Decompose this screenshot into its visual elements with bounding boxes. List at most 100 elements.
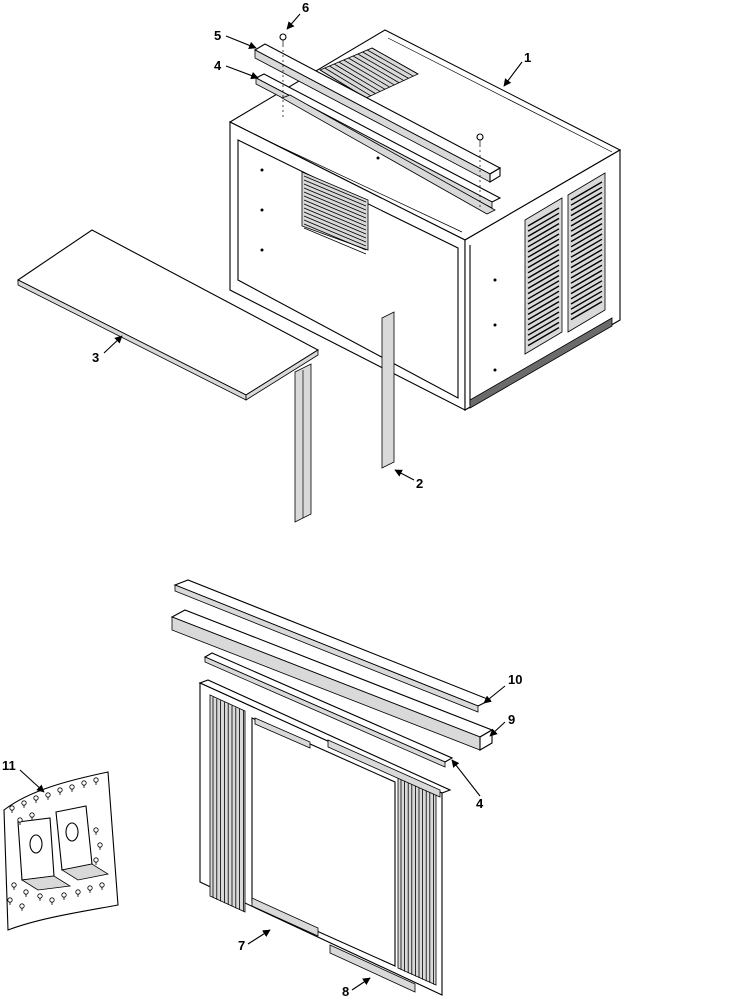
grille-slat [303, 207, 367, 235]
screw-icon [93, 777, 99, 783]
grille-slat [303, 211, 367, 239]
louver-slat [570, 280, 603, 300]
louver-slat [527, 212, 560, 232]
grille-slat [303, 203, 367, 231]
top-rail-part-5 [253, 43, 502, 183]
callout-labels: 1 2 3 4 5 6 4 10 9 7 8 11 [2, 0, 531, 999]
mounting-bracket-left [17, 817, 72, 891]
vent-slat [343, 59, 390, 88]
grille-slat [303, 223, 367, 251]
callout-3: 3 [92, 350, 99, 365]
louver-slat [570, 285, 603, 305]
callout-10: 10 [508, 672, 522, 687]
callout-leaders [19, 13, 523, 991]
louver-slat [570, 295, 603, 316]
vent-slat [324, 67, 371, 97]
louver-slat [527, 243, 560, 264]
left-accordion-panel [209, 694, 246, 913]
louver-slat [527, 217, 560, 238]
callout-4-bottom: 4 [476, 796, 484, 811]
kit-screws [7, 777, 105, 911]
side-louvers [524, 172, 606, 355]
seal-strip-part-2 [294, 311, 395, 523]
interior-grille [301, 171, 369, 255]
louver-slat [527, 248, 560, 269]
screw-icon [19, 903, 25, 909]
screw-icon [57, 787, 63, 793]
louver-slat [570, 248, 603, 269]
right-accordion-panel [397, 772, 437, 986]
louver-slat [570, 181, 603, 201]
vent-slat [338, 61, 386, 90]
callout-7: 7 [238, 938, 245, 953]
screw-icon [21, 800, 27, 806]
louver-slat [527, 295, 560, 316]
louver-slat [570, 217, 603, 238]
louver-slat [570, 264, 603, 284]
grille-slat [303, 179, 367, 207]
screw-icon [69, 784, 75, 790]
louver-slat [527, 300, 560, 321]
top-channel-part-10 [173, 579, 492, 713]
screws-part-6 [279, 33, 484, 210]
louver-slat [527, 316, 560, 336]
screw-icon [75, 889, 81, 895]
vent-slat [348, 57, 395, 86]
louver-slat [570, 207, 603, 227]
callout-5: 5 [214, 28, 221, 43]
louver-slat [527, 207, 560, 227]
louver-slat [570, 222, 603, 243]
vent-slat [367, 49, 414, 77]
louver-slat [570, 300, 603, 321]
mounting-bracket-right [55, 805, 110, 881]
front-rail [281, 94, 496, 215]
louver-slat [527, 321, 560, 342]
grille-slat [303, 219, 367, 247]
grille-slat [303, 187, 367, 215]
grille-slat [303, 175, 367, 203]
window-frame [198, 679, 452, 996]
screw-icon [45, 792, 51, 798]
grille-slat [303, 227, 367, 255]
louver-slat [570, 196, 603, 217]
screw-icon [97, 842, 103, 848]
screw-icon [29, 812, 35, 818]
vent-slat [357, 53, 405, 81]
grille-slat [303, 191, 367, 219]
callout-4-top: 4 [214, 58, 222, 73]
grille-slat [303, 195, 367, 223]
screw-icon [49, 897, 55, 903]
louver-slat [570, 290, 603, 310]
louver-slat [570, 233, 603, 253]
grille-slat [303, 183, 367, 211]
screw-icon [11, 882, 17, 888]
top-panel-part-3 [16, 229, 320, 401]
callout-11: 11 [2, 758, 16, 773]
louver-slat [527, 326, 560, 347]
louver-slat [527, 222, 560, 243]
louver-slat [570, 269, 603, 290]
vent-slat [362, 51, 409, 79]
louver-slat [570, 202, 603, 222]
louver-slat [527, 285, 560, 305]
screw-holes [260, 156, 497, 372]
vent-slat [333, 63, 381, 92]
screw-icon [93, 827, 99, 833]
grille-slat [303, 199, 367, 227]
screw-icon [37, 893, 43, 899]
screw-icon [87, 885, 93, 891]
louver-slat [527, 233, 560, 253]
callout-8: 8 [342, 984, 349, 999]
louver-slat [527, 274, 560, 295]
louver-slat [527, 311, 560, 331]
screw-icon [7, 897, 13, 903]
screw-icon [93, 857, 99, 863]
vent-slat [329, 65, 376, 94]
callout-6: 6 [302, 0, 309, 15]
louver-slat [527, 280, 560, 300]
screw-icon [81, 780, 87, 786]
louver-slat [570, 238, 603, 258]
louver-slat [570, 254, 603, 274]
louver-slat [570, 191, 603, 212]
